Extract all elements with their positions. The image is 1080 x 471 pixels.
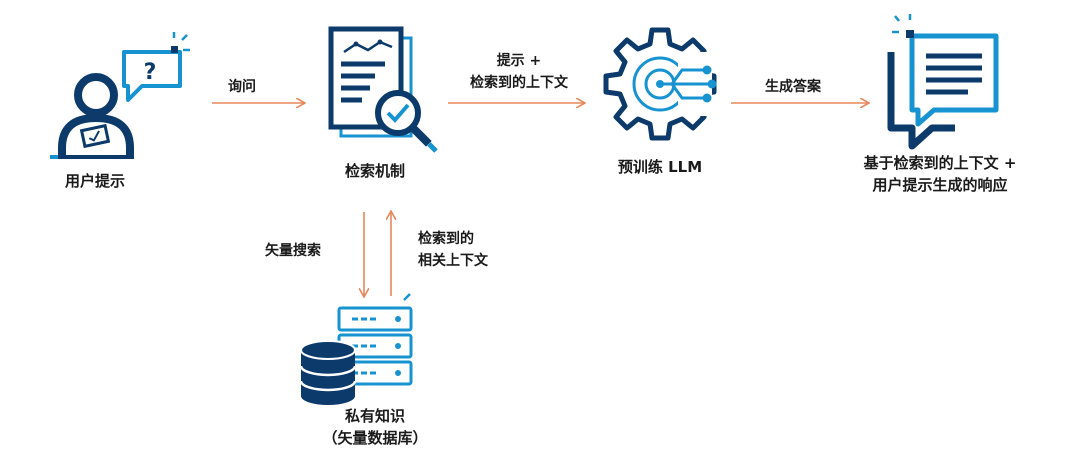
- database-server-icon: [299, 293, 413, 405]
- node-label-response-line1: 基于检索到的上下文 +: [863, 154, 1017, 172]
- node-label-llm: 预训练 LLM: [617, 158, 703, 176]
- node-label-knowledge-line2: （矢量数据库）: [322, 429, 428, 447]
- edge-label-retrieved-context: 检索到的 相关上下文: [418, 228, 488, 272]
- edge-label-retrieved-context-line2: 相关上下文: [418, 253, 488, 269]
- node-label-response: 基于检索到的上下文 + 用户提示生成的响应: [830, 152, 1050, 196]
- edge-label-prompt-context-line2: 检索到的上下文: [470, 75, 568, 91]
- node-label-retrieval: 检索机制: [344, 162, 405, 180]
- edge-label-prompt-context: 提示 + 检索到的上下文: [444, 50, 594, 94]
- gear-circuit-icon: [603, 27, 717, 141]
- edge-label-retrieved-context-line1: 检索到的: [418, 231, 474, 247]
- document-search-icon: [328, 26, 438, 153]
- node-label-user-prompt: 用户提示: [64, 172, 125, 190]
- node-label-response-line2: 用户提示生成的响应: [872, 176, 1008, 194]
- chat-document-icon: [887, 14, 999, 150]
- edge-label-prompt-context-line1: 提示 +: [496, 53, 542, 69]
- edge-label-vector-search: 矢量搜索: [265, 243, 321, 259]
- svg-text:?: ?: [144, 60, 157, 85]
- node-label-knowledge-line1: 私有知识: [344, 407, 405, 425]
- edge-label-generate: 生成答案: [765, 79, 821, 95]
- edge-label-query: 询问: [228, 79, 256, 95]
- node-label-knowledge: 私有知识 （矢量数据库）: [290, 405, 460, 449]
- user-question-icon: ?: [50, 32, 190, 159]
